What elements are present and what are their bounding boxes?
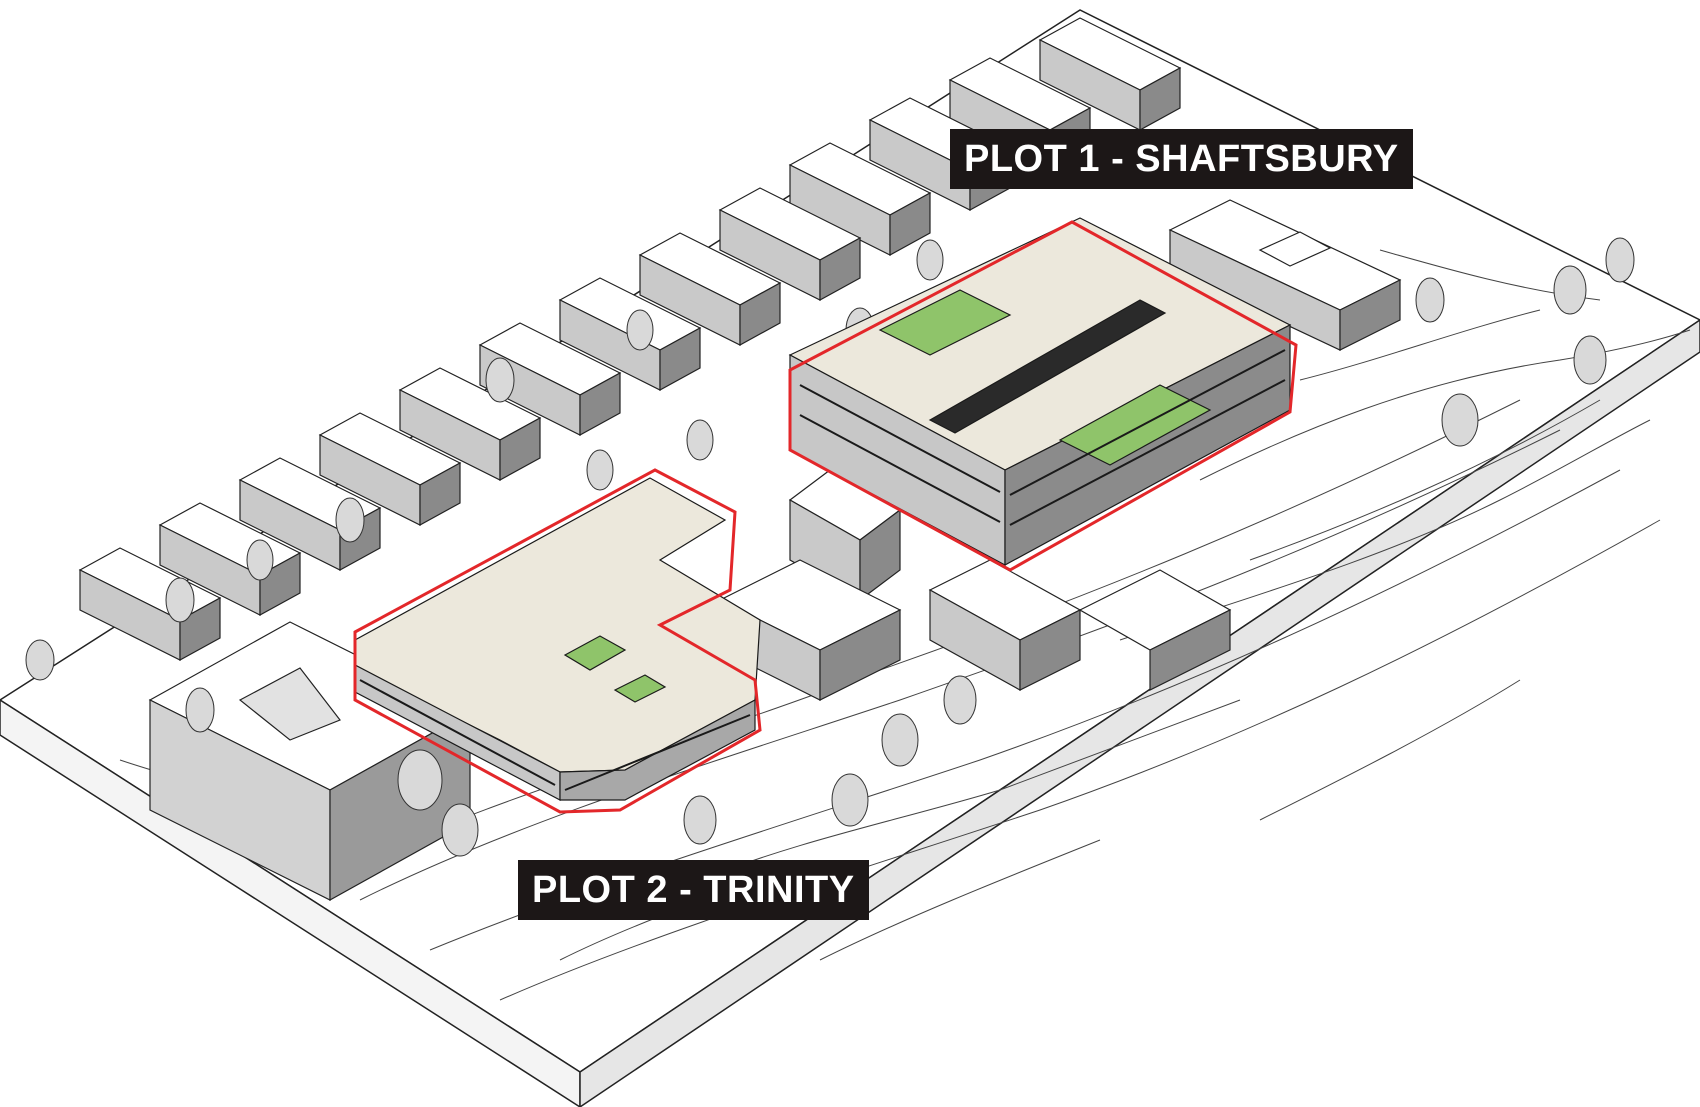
plot2-building	[354, 477, 761, 801]
context-buildings	[78, 17, 1402, 902]
plot-outlines	[353, 220, 1298, 814]
plot2-outline	[353, 468, 762, 814]
trees	[25, 237, 1635, 857]
plot1-building	[788, 217, 1292, 567]
plot1-outline	[788, 220, 1298, 572]
plot2-label: PLOT 2 - TRINITY	[518, 860, 869, 920]
plot1-label: PLOT 1 - SHAFTSBURY	[950, 129, 1413, 189]
